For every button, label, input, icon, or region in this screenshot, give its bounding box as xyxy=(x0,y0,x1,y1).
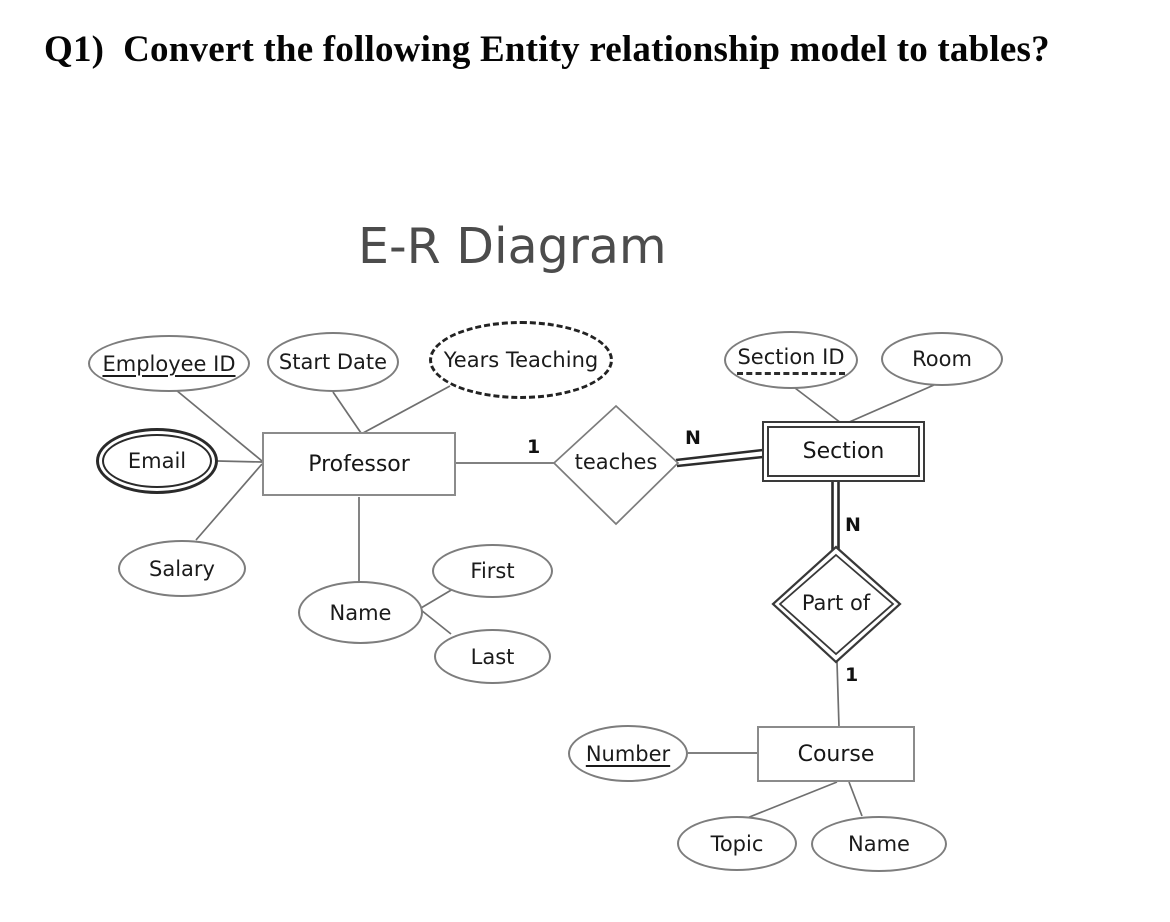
attribute-email-label: Email xyxy=(127,449,187,473)
line-startdate-professor xyxy=(332,391,362,434)
attribute-topic: Topic xyxy=(677,816,797,871)
teaches-diamond xyxy=(552,404,680,526)
line-course-topic xyxy=(746,781,838,819)
entity-professor-label: Professor xyxy=(308,451,410,477)
entity-section: Section xyxy=(762,421,925,482)
attribute-last: Last xyxy=(434,629,551,684)
attribute-section-id-label: Section ID xyxy=(737,345,845,375)
attribute-email-inner-ellipse xyxy=(102,434,212,488)
attribute-number: Number xyxy=(568,725,688,782)
attribute-start-date-label: Start Date xyxy=(278,350,388,374)
attribute-name-label: Name xyxy=(329,600,392,625)
attribute-room-label: Room xyxy=(912,347,972,371)
partof-diamond-inner xyxy=(778,553,895,656)
line-partof-course xyxy=(836,661,840,728)
double-line-teaches-section-b xyxy=(676,455,764,468)
attribute-start-date: Start Date xyxy=(267,332,399,392)
attribute-last-label: Last xyxy=(470,644,515,669)
attribute-years-teaching: Years Teaching xyxy=(429,321,613,399)
line-room-section xyxy=(846,384,935,424)
line-sectionid-section xyxy=(794,387,842,424)
diagram-title: E-R Diagram xyxy=(358,218,667,275)
attribute-room: Room xyxy=(881,332,1003,386)
line-yearsteaching-professor xyxy=(362,385,451,434)
double-line-teaches-section-a xyxy=(675,448,764,462)
attribute-email: Email xyxy=(96,428,218,494)
entity-professor: Professor xyxy=(262,432,456,496)
attribute-topic-label: Topic xyxy=(710,831,764,856)
attribute-employee-id-label: Employee ID xyxy=(102,351,236,376)
attribute-section-id: Section ID xyxy=(724,331,858,389)
entity-course: Course xyxy=(757,726,915,782)
attribute-employee-id: Employee ID xyxy=(88,335,250,392)
partof-diamond-outer xyxy=(771,545,902,664)
attribute-course-name: Name xyxy=(811,816,947,872)
line-email-professor xyxy=(217,460,263,463)
cardinality-partof-course: 1 xyxy=(845,664,859,686)
cardinality-section-partof: N xyxy=(845,514,861,536)
line-salary-professor xyxy=(195,463,263,541)
attribute-salary-label: Salary xyxy=(149,556,215,581)
line-employeeid-professor xyxy=(175,389,263,462)
entity-section-label: Section xyxy=(802,439,885,464)
attribute-years-teaching-label: Years Teaching xyxy=(443,348,599,372)
relationship-teaches-label: teaches xyxy=(574,450,658,474)
cardinality-teaches-section: N xyxy=(685,427,701,449)
cardinality-professor-teaches: 1 xyxy=(527,436,541,458)
attribute-course-name-label: Name xyxy=(848,832,910,856)
line-name-last xyxy=(420,609,452,635)
question-heading: Q1) Convert the following Entity relatio… xyxy=(44,29,1050,70)
attribute-number-label: Number xyxy=(585,741,671,766)
line-name-first xyxy=(420,588,454,609)
attribute-name: Name xyxy=(298,581,423,644)
attribute-first: First xyxy=(432,544,553,598)
relationship-partof-label: Part of xyxy=(801,591,871,615)
entity-course-label: Course xyxy=(797,741,875,767)
attribute-salary: Salary xyxy=(118,540,246,597)
line-course-coursename xyxy=(848,781,863,817)
entity-section-inner-rect xyxy=(767,426,920,477)
attribute-first-label: First xyxy=(470,559,515,583)
